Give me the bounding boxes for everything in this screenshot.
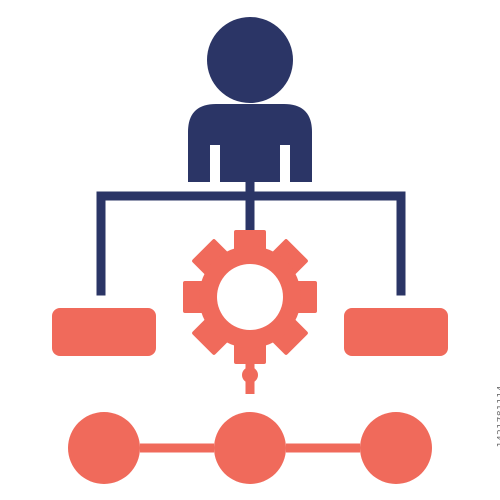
org-connectors xyxy=(96,182,406,296)
node-center xyxy=(214,412,286,484)
gear-hole xyxy=(217,264,283,330)
node-right xyxy=(360,412,432,484)
left-process-box xyxy=(52,308,156,356)
user-icon xyxy=(188,17,312,182)
node-left xyxy=(68,412,140,484)
gear-icon xyxy=(183,230,317,364)
user-body xyxy=(188,104,312,182)
stock-id-watermark: 1421781114 xyxy=(496,385,500,448)
right-process-box xyxy=(344,308,448,356)
gear-stem-joint xyxy=(242,367,258,383)
user-head xyxy=(207,17,293,103)
process-nodes xyxy=(68,412,432,484)
